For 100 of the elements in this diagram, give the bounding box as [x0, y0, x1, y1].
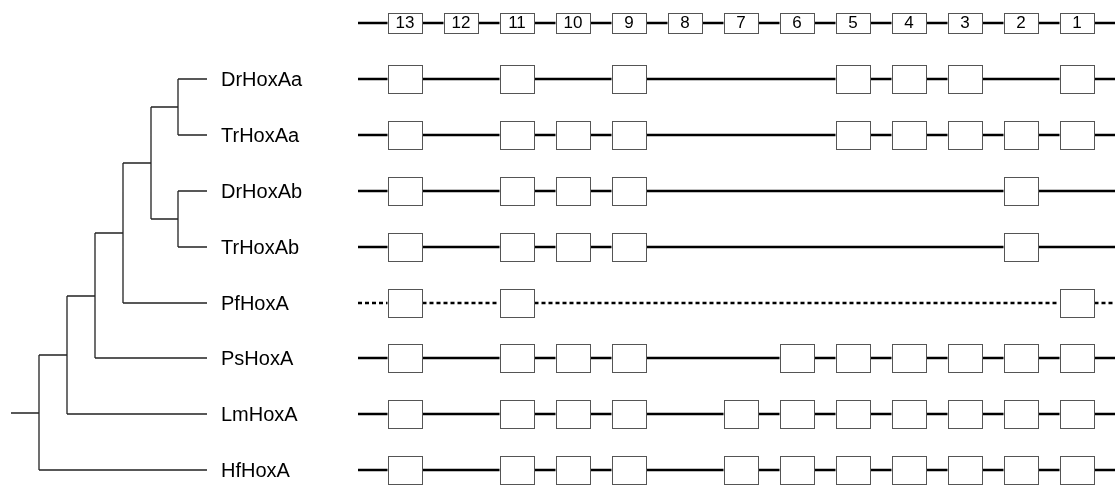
gene-cluster-line: [590, 21, 612, 25]
species-label: PsHoxA: [221, 346, 294, 370]
gene-cluster-line: [590, 133, 612, 137]
species-label: DrHoxAb: [221, 179, 303, 203]
gene-cluster-line: [1038, 245, 1115, 249]
gene-cluster-line: [926, 412, 948, 416]
gene-cluster-line: [646, 21, 668, 25]
gene-box: [835, 64, 871, 94]
gene-box: [499, 455, 535, 485]
gene-cluster-line: [422, 21, 444, 25]
gene-cluster-line: [1038, 189, 1115, 193]
gene-cluster-line: [422, 412, 500, 416]
gene-cluster-line: [870, 412, 892, 416]
gene-cluster-line: [422, 77, 500, 81]
gene-cluster-line: [358, 21, 388, 25]
gene-cluster-line: [590, 356, 612, 360]
species-label: LmHoxA: [221, 402, 298, 426]
gene-box: [1003, 343, 1039, 373]
gene-cluster-line: [534, 301, 1060, 305]
gene-box: [835, 343, 871, 373]
gene-box: [1059, 288, 1095, 318]
gene-cluster-line: [422, 301, 500, 305]
gene-cluster-line: [422, 356, 500, 360]
gene-cluster-line: [646, 77, 836, 81]
gene-box: [891, 399, 927, 429]
gene-cluster-line: [534, 245, 556, 249]
gene-cluster-line: [590, 468, 612, 472]
gene-cluster-line: [358, 412, 388, 416]
gene-cluster-line: [758, 412, 780, 416]
gene-box: [1059, 399, 1095, 429]
gene-cluster-line: [422, 133, 500, 137]
gene-box: [387, 455, 423, 485]
gene-cluster-line: [1094, 77, 1115, 81]
gene-number-box: 7: [723, 12, 759, 34]
gene-cluster-line: [814, 356, 836, 360]
gene-cluster-line: [534, 77, 612, 81]
gene-number-box: 12: [443, 12, 479, 34]
gene-cluster-line: [590, 189, 612, 193]
gene-box: [555, 343, 591, 373]
species-label: TrHoxAa: [221, 123, 300, 147]
gene-cluster-line: [1094, 301, 1115, 305]
gene-cluster-line: [870, 21, 892, 25]
gene-number-box: 8: [667, 12, 703, 34]
gene-cluster-line: [534, 412, 556, 416]
gene-cluster-line: [646, 189, 1004, 193]
gene-cluster-line: [646, 468, 724, 472]
gene-cluster-line: [590, 245, 612, 249]
gene-cluster-line: [646, 245, 1004, 249]
gene-box: [835, 120, 871, 150]
gene-box: [611, 120, 647, 150]
gene-cluster-line: [982, 133, 1004, 137]
gene-box: [555, 232, 591, 262]
gene-box: [947, 64, 983, 94]
gene-cluster-line: [702, 21, 724, 25]
gene-cluster-line: [1038, 412, 1060, 416]
gene-box: [723, 455, 759, 485]
gene-box: [499, 64, 535, 94]
gene-cluster-line: [358, 301, 388, 305]
gene-cluster-line: [358, 468, 388, 472]
gene-cluster-line: [814, 21, 836, 25]
gene-cluster-line: [870, 356, 892, 360]
gene-number-box: 1: [1059, 12, 1095, 34]
gene-cluster-line: [534, 133, 556, 137]
gene-box: [611, 399, 647, 429]
gene-box: [1059, 120, 1095, 150]
gene-box: [891, 343, 927, 373]
gene-box: [723, 399, 759, 429]
gene-box: [611, 232, 647, 262]
gene-cluster-line: [1094, 412, 1115, 416]
gene-box: [779, 455, 815, 485]
gene-box: [779, 399, 815, 429]
gene-cluster-line: [758, 21, 780, 25]
gene-box: [947, 120, 983, 150]
gene-cluster-line: [926, 77, 948, 81]
gene-box: [387, 120, 423, 150]
gene-number-box: 2: [1003, 12, 1039, 34]
gene-cluster-line: [646, 133, 836, 137]
gene-cluster-line: [534, 468, 556, 472]
gene-number-box: 9: [611, 12, 647, 34]
gene-cluster-line: [870, 468, 892, 472]
gene-cluster-line: [1038, 21, 1060, 25]
gene-box: [1003, 455, 1039, 485]
gene-cluster-line: [870, 133, 892, 137]
gene-box: [1059, 64, 1095, 94]
gene-cluster-line: [982, 412, 1004, 416]
gene-box: [779, 343, 815, 373]
gene-cluster-line: [358, 189, 388, 193]
gene-box: [387, 399, 423, 429]
gene-cluster-line: [926, 21, 948, 25]
gene-cluster-line: [422, 189, 500, 193]
gene-cluster-line: [478, 21, 500, 25]
gene-cluster-line: [1094, 21, 1115, 25]
gene-box: [499, 232, 535, 262]
gene-box: [891, 120, 927, 150]
gene-box: [387, 232, 423, 262]
gene-cluster-line: [422, 245, 500, 249]
gene-number-box: 11: [499, 12, 535, 34]
gene-number-box: 10: [555, 12, 591, 34]
gene-cluster-line: [926, 356, 948, 360]
gene-cluster-line: [982, 77, 1060, 81]
